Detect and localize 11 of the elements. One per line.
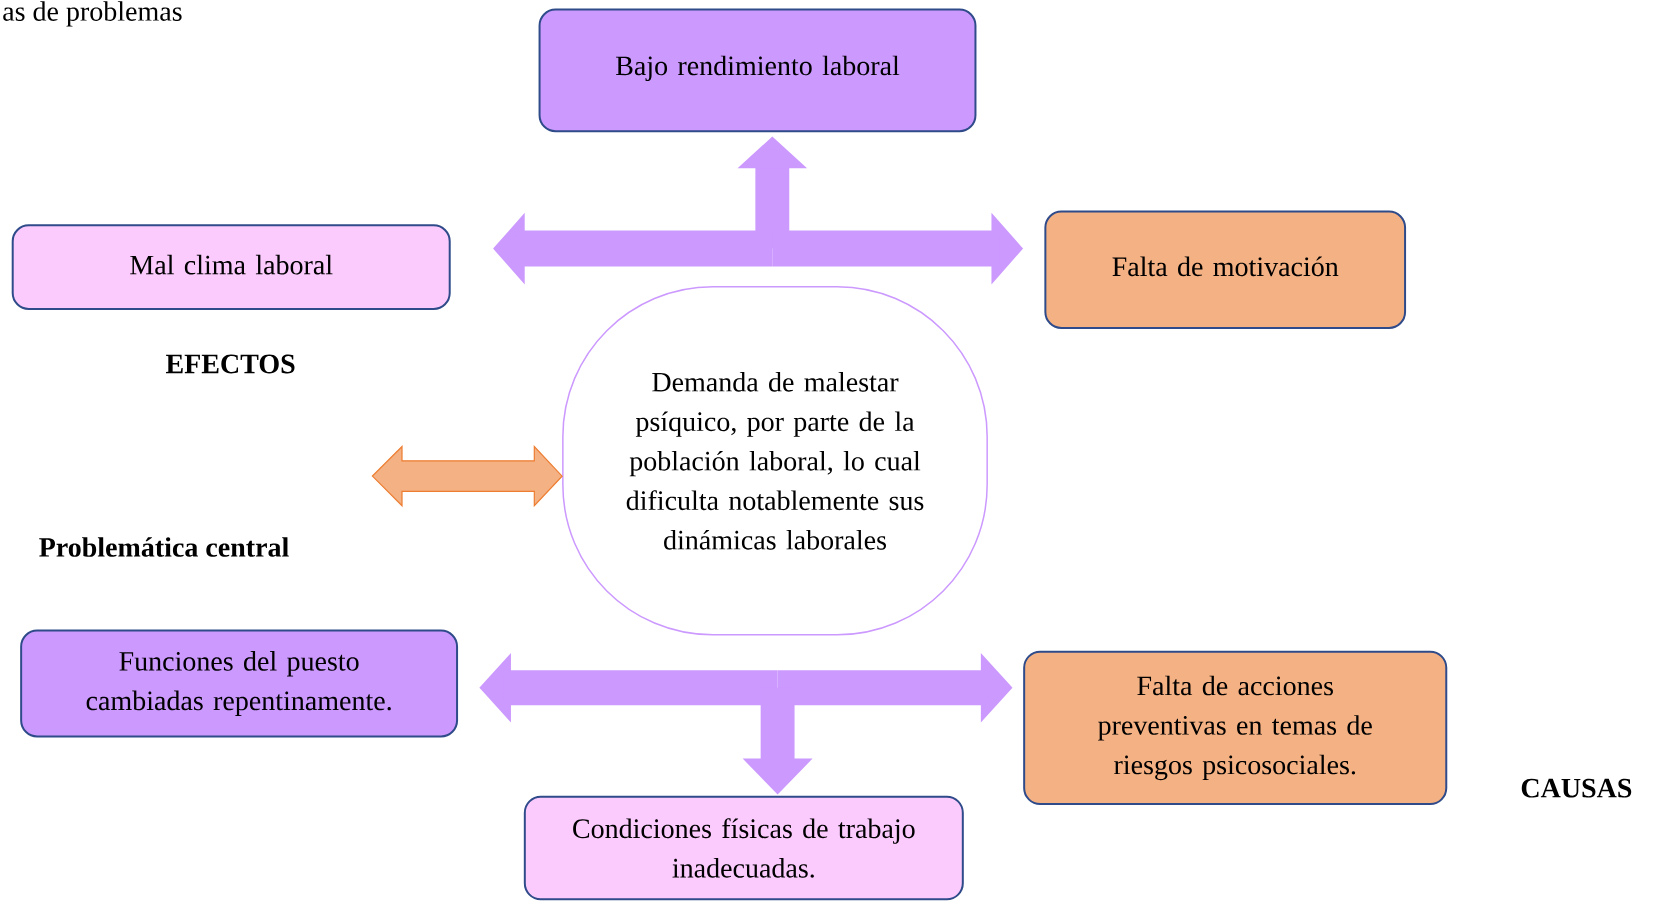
heading-text: Problemática central — [39, 537, 289, 557]
cause-box: Funciones del puesto cambiadas repentinamente. — [20, 629, 459, 738]
effect-box: Bajo rendimiento laboral — [538, 8, 977, 133]
heading-text: EFECTOS — [166, 354, 295, 374]
cause-box: Condiciones físicas de trabajo inadecuadas. — [523, 795, 964, 901]
heading-text: CAUSAS — [1521, 778, 1632, 798]
cause-box: Falta de acciones preventivas en temas de riesgos psicosociales. — [1023, 650, 1448, 806]
title-text: as de problemas — [3, 1, 182, 27]
double-block-arrow — [371, 444, 563, 508]
effect-box: Mal clima laboral — [11, 224, 451, 310]
effect-box: Falta de motivación — [1044, 210, 1407, 329]
